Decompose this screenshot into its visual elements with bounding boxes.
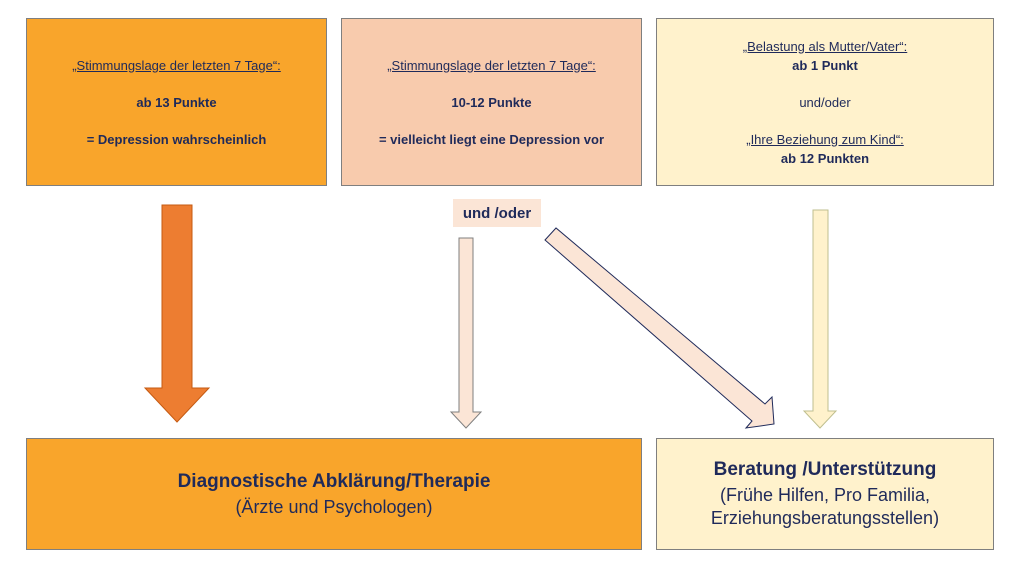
criterion-relationship: „Ihre Beziehung zum Kind“: bbox=[746, 131, 904, 147]
points-threshold-burden: ab 1 Punkt bbox=[792, 57, 858, 73]
arrow-parent-to-support bbox=[802, 209, 838, 429]
result-text: = vielleicht liegt eine Depression vor bbox=[378, 131, 605, 147]
support-line-2: (Frühe Hilfen, Pro Familia, bbox=[719, 485, 931, 505]
box-severe-depression: „Stimmungslage der letzten 7 Tage“: ab 1… bbox=[26, 18, 327, 186]
points-threshold-relationship: ab 12 Punkten bbox=[780, 150, 870, 166]
and-or-connector-label: und /oder bbox=[453, 199, 541, 227]
criterion-parent-burden: „Belastung als Mutter/Vater“: bbox=[742, 38, 908, 54]
arrow-severe-to-diagnosis bbox=[143, 204, 211, 423]
criterion-mood: „Stimmungslage der letzten 7 Tage“: bbox=[72, 57, 281, 73]
box-diagnosis-therapy: Diagnostische Abklärung/Therapie (Ärzte … bbox=[26, 438, 642, 550]
box-parent-stress: „Belastung als Mutter/Vater“: ab 1 Punkt… bbox=[656, 18, 994, 186]
arrow-connector-to-support bbox=[544, 227, 775, 429]
box-possible-depression: „Stimmungslage der letzten 7 Tage“: 10-1… bbox=[341, 18, 642, 186]
arrow-moderate-to-diagnosis bbox=[449, 237, 483, 429]
points-threshold: ab 13 Punkte bbox=[136, 94, 217, 110]
diagnosis-title: Diagnostische Abklärung/Therapie bbox=[177, 470, 491, 492]
points-threshold: 10-12 Punkte bbox=[451, 94, 532, 110]
support-line-3: Erziehungsberatungsstellen) bbox=[710, 508, 940, 528]
result-text: = Depression wahrscheinlich bbox=[86, 131, 267, 147]
support-title: Beratung /Unterstützung bbox=[713, 459, 937, 480]
criterion-mood: „Stimmungslage der letzten 7 Tage“: bbox=[387, 57, 596, 73]
and-or-text: und/oder bbox=[799, 94, 851, 110]
box-counseling-support: Beratung /Unterstützung (Frühe Hilfen, P… bbox=[656, 438, 994, 550]
diagnosis-subtitle: (Ärzte und Psychologen) bbox=[235, 496, 433, 517]
